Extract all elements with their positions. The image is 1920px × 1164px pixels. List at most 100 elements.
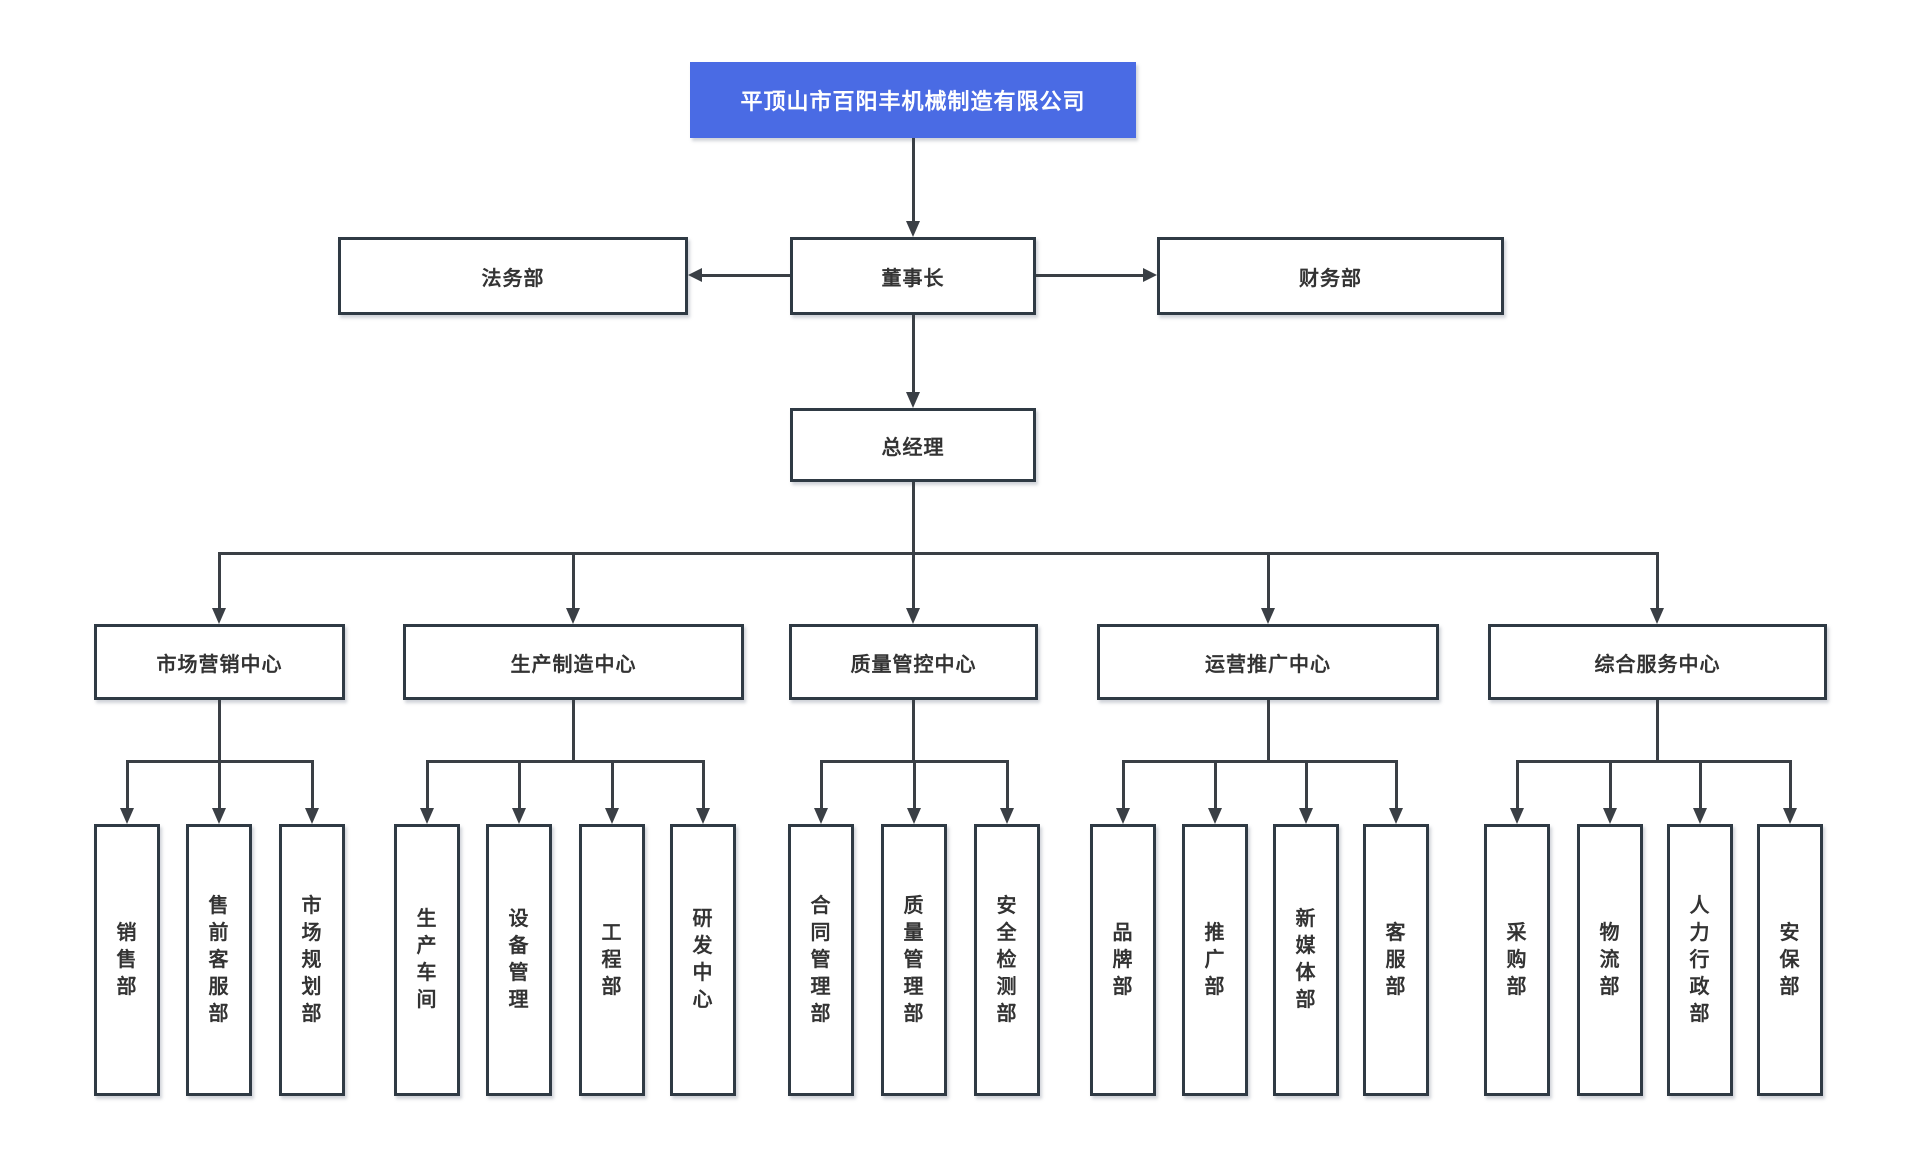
general-manager-label: 总经理	[881, 436, 945, 459]
feed-operations	[1267, 700, 1270, 761]
arrowhead-left-legal	[688, 268, 702, 282]
dept-label-logistics: 物流部	[1599, 921, 1621, 998]
arrowhead-down-production	[566, 608, 580, 624]
arrowhead-down-leaf	[120, 808, 134, 824]
center-label-quality: 质量管控中心	[850, 653, 977, 676]
arrowhead-down-leaf	[1693, 808, 1707, 824]
center-box-production[interactable]: 生产制造中心	[403, 624, 744, 700]
arrowhead-down-leaf	[305, 808, 319, 824]
feed-quality	[912, 700, 915, 761]
arrowhead-down-leaf	[1000, 808, 1014, 824]
dept-box-safety-testing[interactable]: 安全检测部	[974, 824, 1040, 1096]
arrowhead-down-leaf	[1208, 808, 1222, 824]
feed-production	[572, 700, 575, 761]
dept-label-presales-service: 售前客服部	[208, 894, 230, 1025]
center-label-services: 综合服务中心	[1594, 653, 1721, 676]
drop-leaf	[611, 760, 614, 809]
drop-leaf	[1305, 760, 1308, 809]
connector-chairman-gm	[912, 315, 915, 393]
arrowhead-down-leaf	[696, 808, 710, 824]
dept-box-production-workshop[interactable]: 生产车间	[394, 824, 460, 1096]
feed-marketing	[218, 700, 221, 761]
center-box-services[interactable]: 综合服务中心	[1488, 624, 1827, 700]
drop-center-services	[1656, 552, 1659, 609]
arrowhead-right-finance	[1143, 268, 1157, 282]
arrowhead-down-leaf	[1510, 808, 1524, 824]
arrowhead-down-leaf	[512, 808, 526, 824]
dept-box-customer-service[interactable]: 客服部	[1363, 824, 1429, 1096]
center-label-production: 生产制造中心	[510, 653, 637, 676]
dept-label-promotion: 推广部	[1204, 921, 1226, 998]
drop-center-quality	[912, 552, 915, 609]
drop-leaf	[702, 760, 705, 809]
bar-production	[426, 760, 704, 763]
center-label-marketing: 市场营销中心	[156, 653, 283, 676]
drop-leaf	[311, 760, 314, 809]
center-box-quality[interactable]: 质量管控中心	[789, 624, 1038, 700]
legal-dept-box[interactable]: 法务部	[338, 237, 688, 315]
company-name: 平顶山市百阳丰机械制造有限公司	[740, 89, 1086, 114]
legal-dept-label: 法务部	[481, 267, 545, 290]
drop-leaf	[1699, 760, 1702, 809]
drop-leaf	[218, 760, 221, 809]
dept-label-equipment-management: 设备管理	[508, 908, 530, 1011]
connector-chairman-finance	[1036, 274, 1143, 277]
arrowhead-down-leaf	[1389, 808, 1403, 824]
drop-leaf	[1609, 760, 1612, 809]
finance-dept-label: 财务部	[1299, 267, 1362, 290]
arrowhead-down-leaf	[1116, 808, 1130, 824]
center-box-operations[interactable]: 运营推广中心	[1097, 624, 1439, 700]
finance-dept-box[interactable]: 财务部	[1157, 237, 1504, 315]
spine-centers	[218, 552, 1659, 555]
dept-box-security[interactable]: 安保部	[1757, 824, 1823, 1096]
center-box-marketing[interactable]: 市场营销中心	[94, 624, 345, 700]
arrowhead-down-quality	[906, 608, 920, 624]
chairman-box[interactable]: 董事长	[790, 237, 1036, 315]
feed-services	[1656, 700, 1659, 761]
drop-leaf	[1214, 760, 1217, 809]
dept-box-logistics[interactable]: 物流部	[1577, 824, 1643, 1096]
dept-label-brand: 品牌部	[1112, 921, 1134, 998]
arrowhead-down-leaf	[1783, 808, 1797, 824]
connector-gm-spine	[912, 482, 915, 552]
dept-label-hr-admin: 人力行政部	[1689, 894, 1711, 1025]
drop-center-marketing	[218, 552, 221, 609]
arrowhead-down-chairman	[906, 221, 920, 237]
dept-label-safety-testing: 安全检测部	[996, 894, 1018, 1025]
dept-box-sales[interactable]: 销售部	[94, 824, 160, 1096]
dept-box-equipment-management[interactable]: 设备管理	[486, 824, 552, 1096]
dept-label-production-workshop: 生产车间	[416, 908, 438, 1011]
drop-leaf	[518, 760, 521, 809]
drop-leaf	[1122, 760, 1125, 809]
dept-label-engineering: 工程部	[601, 921, 623, 998]
dept-box-procurement[interactable]: 采购部	[1484, 824, 1550, 1096]
dept-box-new-media[interactable]: 新媒体部	[1273, 824, 1339, 1096]
drop-leaf	[1006, 760, 1009, 809]
dept-label-security: 安保部	[1779, 921, 1801, 998]
dept-label-customer-service: 客服部	[1385, 921, 1407, 998]
dept-box-contract-management[interactable]: 合同管理部	[788, 824, 854, 1096]
drop-leaf	[426, 760, 429, 809]
dept-box-market-planning[interactable]: 市场规划部	[279, 824, 345, 1096]
drop-center-production	[572, 552, 575, 609]
dept-box-hr-admin[interactable]: 人力行政部	[1667, 824, 1733, 1096]
drop-leaf	[1516, 760, 1519, 809]
dept-box-rd-center[interactable]: 研发中心	[670, 824, 736, 1096]
connector-root-chairman	[912, 138, 915, 222]
company-root-box[interactable]: 平顶山市百阳丰机械制造有限公司	[690, 62, 1136, 138]
dept-label-quality-management: 质量管理部	[903, 894, 925, 1025]
dept-box-quality-management[interactable]: 质量管理部	[881, 824, 947, 1096]
dept-box-promotion[interactable]: 推广部	[1182, 824, 1248, 1096]
dept-box-presales-service[interactable]: 售前客服部	[186, 824, 252, 1096]
dept-box-engineering[interactable]: 工程部	[579, 824, 645, 1096]
arrowhead-down-leaf	[420, 808, 434, 824]
dept-box-brand[interactable]: 品牌部	[1090, 824, 1156, 1096]
drop-leaf	[820, 760, 823, 809]
dept-label-new-media: 新媒体部	[1295, 908, 1317, 1011]
chairman-label: 董事长	[881, 267, 945, 290]
arrowhead-down-gm	[906, 392, 920, 408]
drop-leaf	[126, 760, 129, 809]
dept-label-market-planning: 市场规划部	[301, 894, 323, 1025]
general-manager-box[interactable]: 总经理	[790, 408, 1036, 482]
